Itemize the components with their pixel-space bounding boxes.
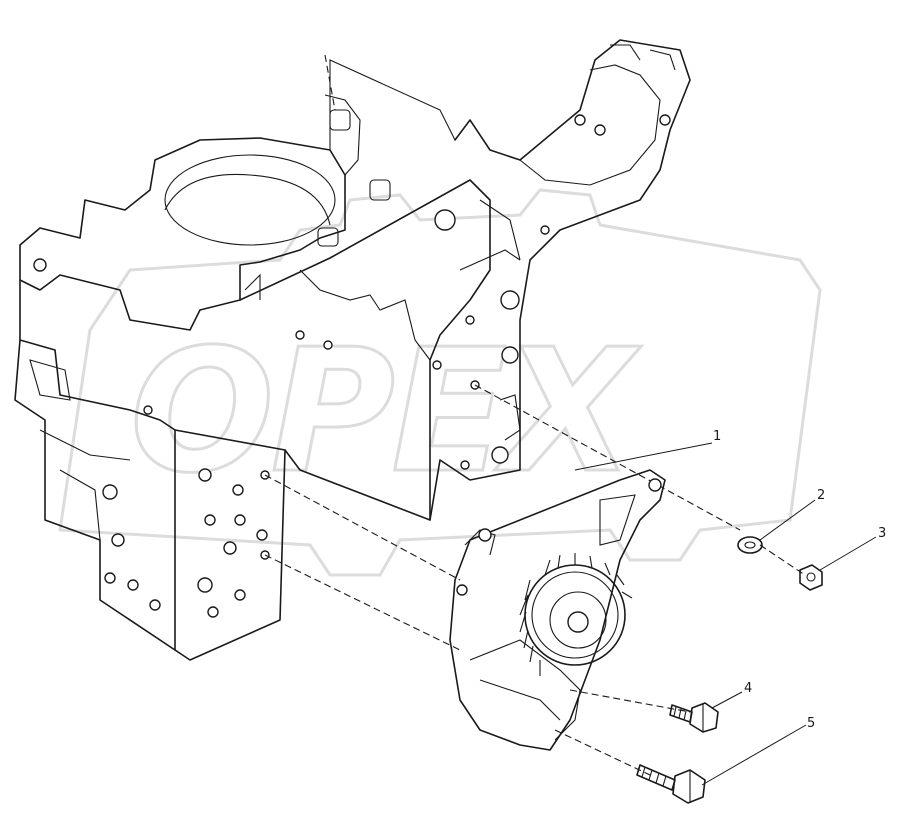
callout-5: 5 <box>701 716 815 786</box>
oil-pump-assembly <box>449 469 666 751</box>
nut-part-3 <box>799 564 823 591</box>
callout-label-1: 1 <box>713 429 721 444</box>
callouts: 1 2 3 4 5 <box>574 429 886 786</box>
callout-label-3: 3 <box>878 526 886 541</box>
oil-pump-drive-gear <box>519 553 633 676</box>
watermark-gear-outline <box>58 188 822 577</box>
engine-block-housing <box>14 137 346 661</box>
callout-4: 4 <box>711 681 752 709</box>
callout-3: 3 <box>819 526 886 571</box>
callout-label-5: 5 <box>807 716 815 731</box>
center-housing <box>239 59 491 521</box>
callout-2: 2 <box>759 488 825 541</box>
watermark: OPEX <box>58 188 822 577</box>
assembly-centerlines <box>264 54 806 776</box>
bolt-part-5 <box>636 764 706 804</box>
watermark-text: OPEX <box>130 313 642 511</box>
bolt-part-4 <box>669 702 719 733</box>
callout-label-2: 2 <box>817 488 825 503</box>
flywheel-housing-flange <box>429 39 691 521</box>
callout-1: 1 <box>574 429 721 471</box>
washer-part-2 <box>737 536 763 554</box>
callout-label-4: 4 <box>744 681 752 696</box>
